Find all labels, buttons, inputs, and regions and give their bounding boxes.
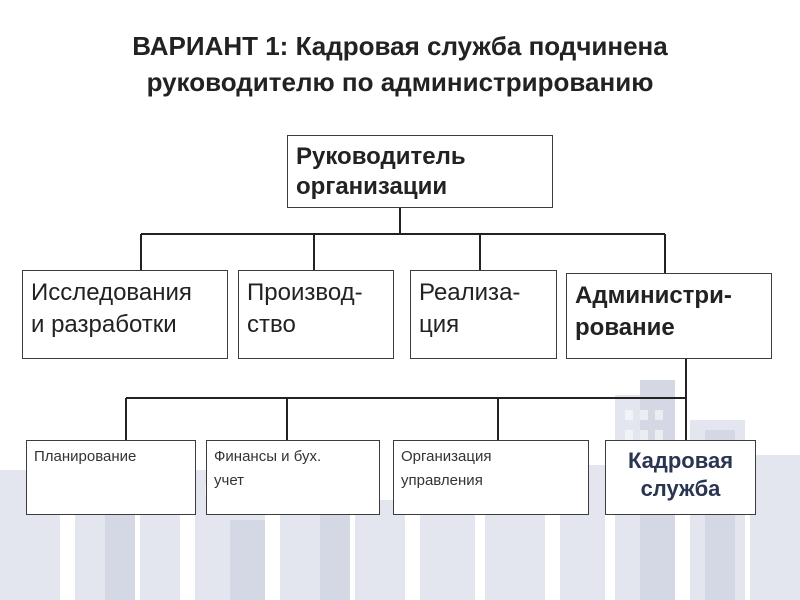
node-production: Производ- ство xyxy=(238,270,394,359)
slide-title: ВАРИАНТ 1: Кадровая служба подчинена рук… xyxy=(0,28,800,100)
node-sales: Реализа- ция xyxy=(410,270,557,359)
node-planning: Планирование xyxy=(26,440,196,515)
node-label-line-1: Руководитель xyxy=(296,143,466,170)
node-label-line-1: Кадровая xyxy=(627,448,734,473)
node-label-line-1: Производ- xyxy=(247,279,363,306)
node-label-line-2: ство xyxy=(247,311,296,338)
node-label-line-1: Исследования xyxy=(31,279,192,306)
node-label-line-2: управления xyxy=(401,472,483,489)
node-administration: Администри- рование xyxy=(566,273,772,359)
node-label-line-2: рование xyxy=(575,314,675,341)
node-label-line-2: служба xyxy=(640,476,721,501)
node-label-line-1: Финансы и бух. xyxy=(214,448,322,465)
slide-title-line-2: руководителю по администрированию xyxy=(146,67,654,97)
node-label-line-1: Реализа- xyxy=(419,279,521,306)
node-label-line-1: Администри- xyxy=(575,282,732,309)
node-label-line-1: Организация xyxy=(401,448,492,465)
node-label-line-2: организации xyxy=(296,173,448,200)
node-head-of-organization: Руководитель организации xyxy=(287,135,553,208)
node-finance-accounting: Финансы и бух. учет xyxy=(206,440,380,515)
node-label-line-2: и разработки xyxy=(31,311,177,338)
node-label-line-2: ция xyxy=(419,311,460,338)
node-label-line-1: Планирование xyxy=(34,448,137,465)
node-research-development: Исследования и разработки xyxy=(22,270,228,359)
node-hr-service: Кадровая служба xyxy=(605,440,756,515)
node-management-organization: Организация управления xyxy=(393,440,589,515)
slide-title-line-1: ВАРИАНТ 1: Кадровая служба подчинена xyxy=(132,31,668,61)
node-label-line-2: учет xyxy=(214,472,245,489)
